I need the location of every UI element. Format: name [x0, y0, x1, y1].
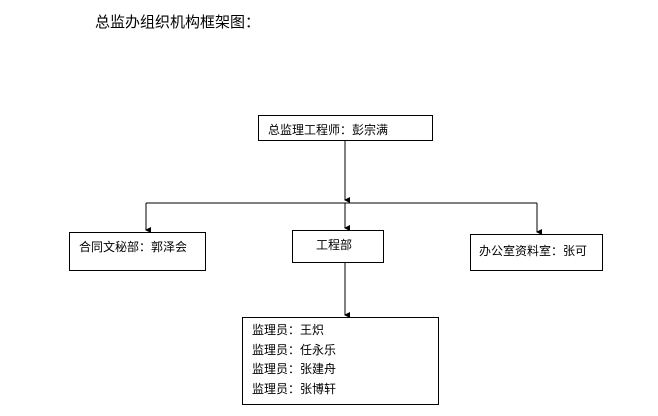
supervisor-member: 监理员：王炽	[252, 323, 325, 337]
chief-engineer-label: 总监理工程师：彭宗满	[268, 123, 389, 137]
contract-secretary-dept-box: 合同文秘部：郭泽会	[69, 232, 206, 271]
chief-engineer-box: 总监理工程师：彭宗满	[258, 115, 433, 141]
engineering-dept-box: 工程部	[292, 230, 384, 263]
supervisor-member: 监理员：张建舟	[252, 362, 337, 376]
office-archive-dept-box: 办公室资料室：张可	[470, 234, 603, 271]
diagram-title: 总监办组织机构框架图：	[95, 13, 261, 31]
office-archive-dept-label: 办公室资料室：张可	[479, 244, 588, 258]
engineering-dept-label: 工程部	[316, 238, 353, 252]
contract-secretary-dept-label: 合同文秘部：郭泽会	[79, 240, 188, 254]
supervisor-member: 监理员：任永乐	[252, 342, 337, 357]
supervisor-member: 监理员：张博轩	[252, 381, 337, 396]
supervisor-members-box: 监理员：王炽 监理员：任永乐 监理员：张建舟 监理员：张博轩	[242, 317, 439, 405]
